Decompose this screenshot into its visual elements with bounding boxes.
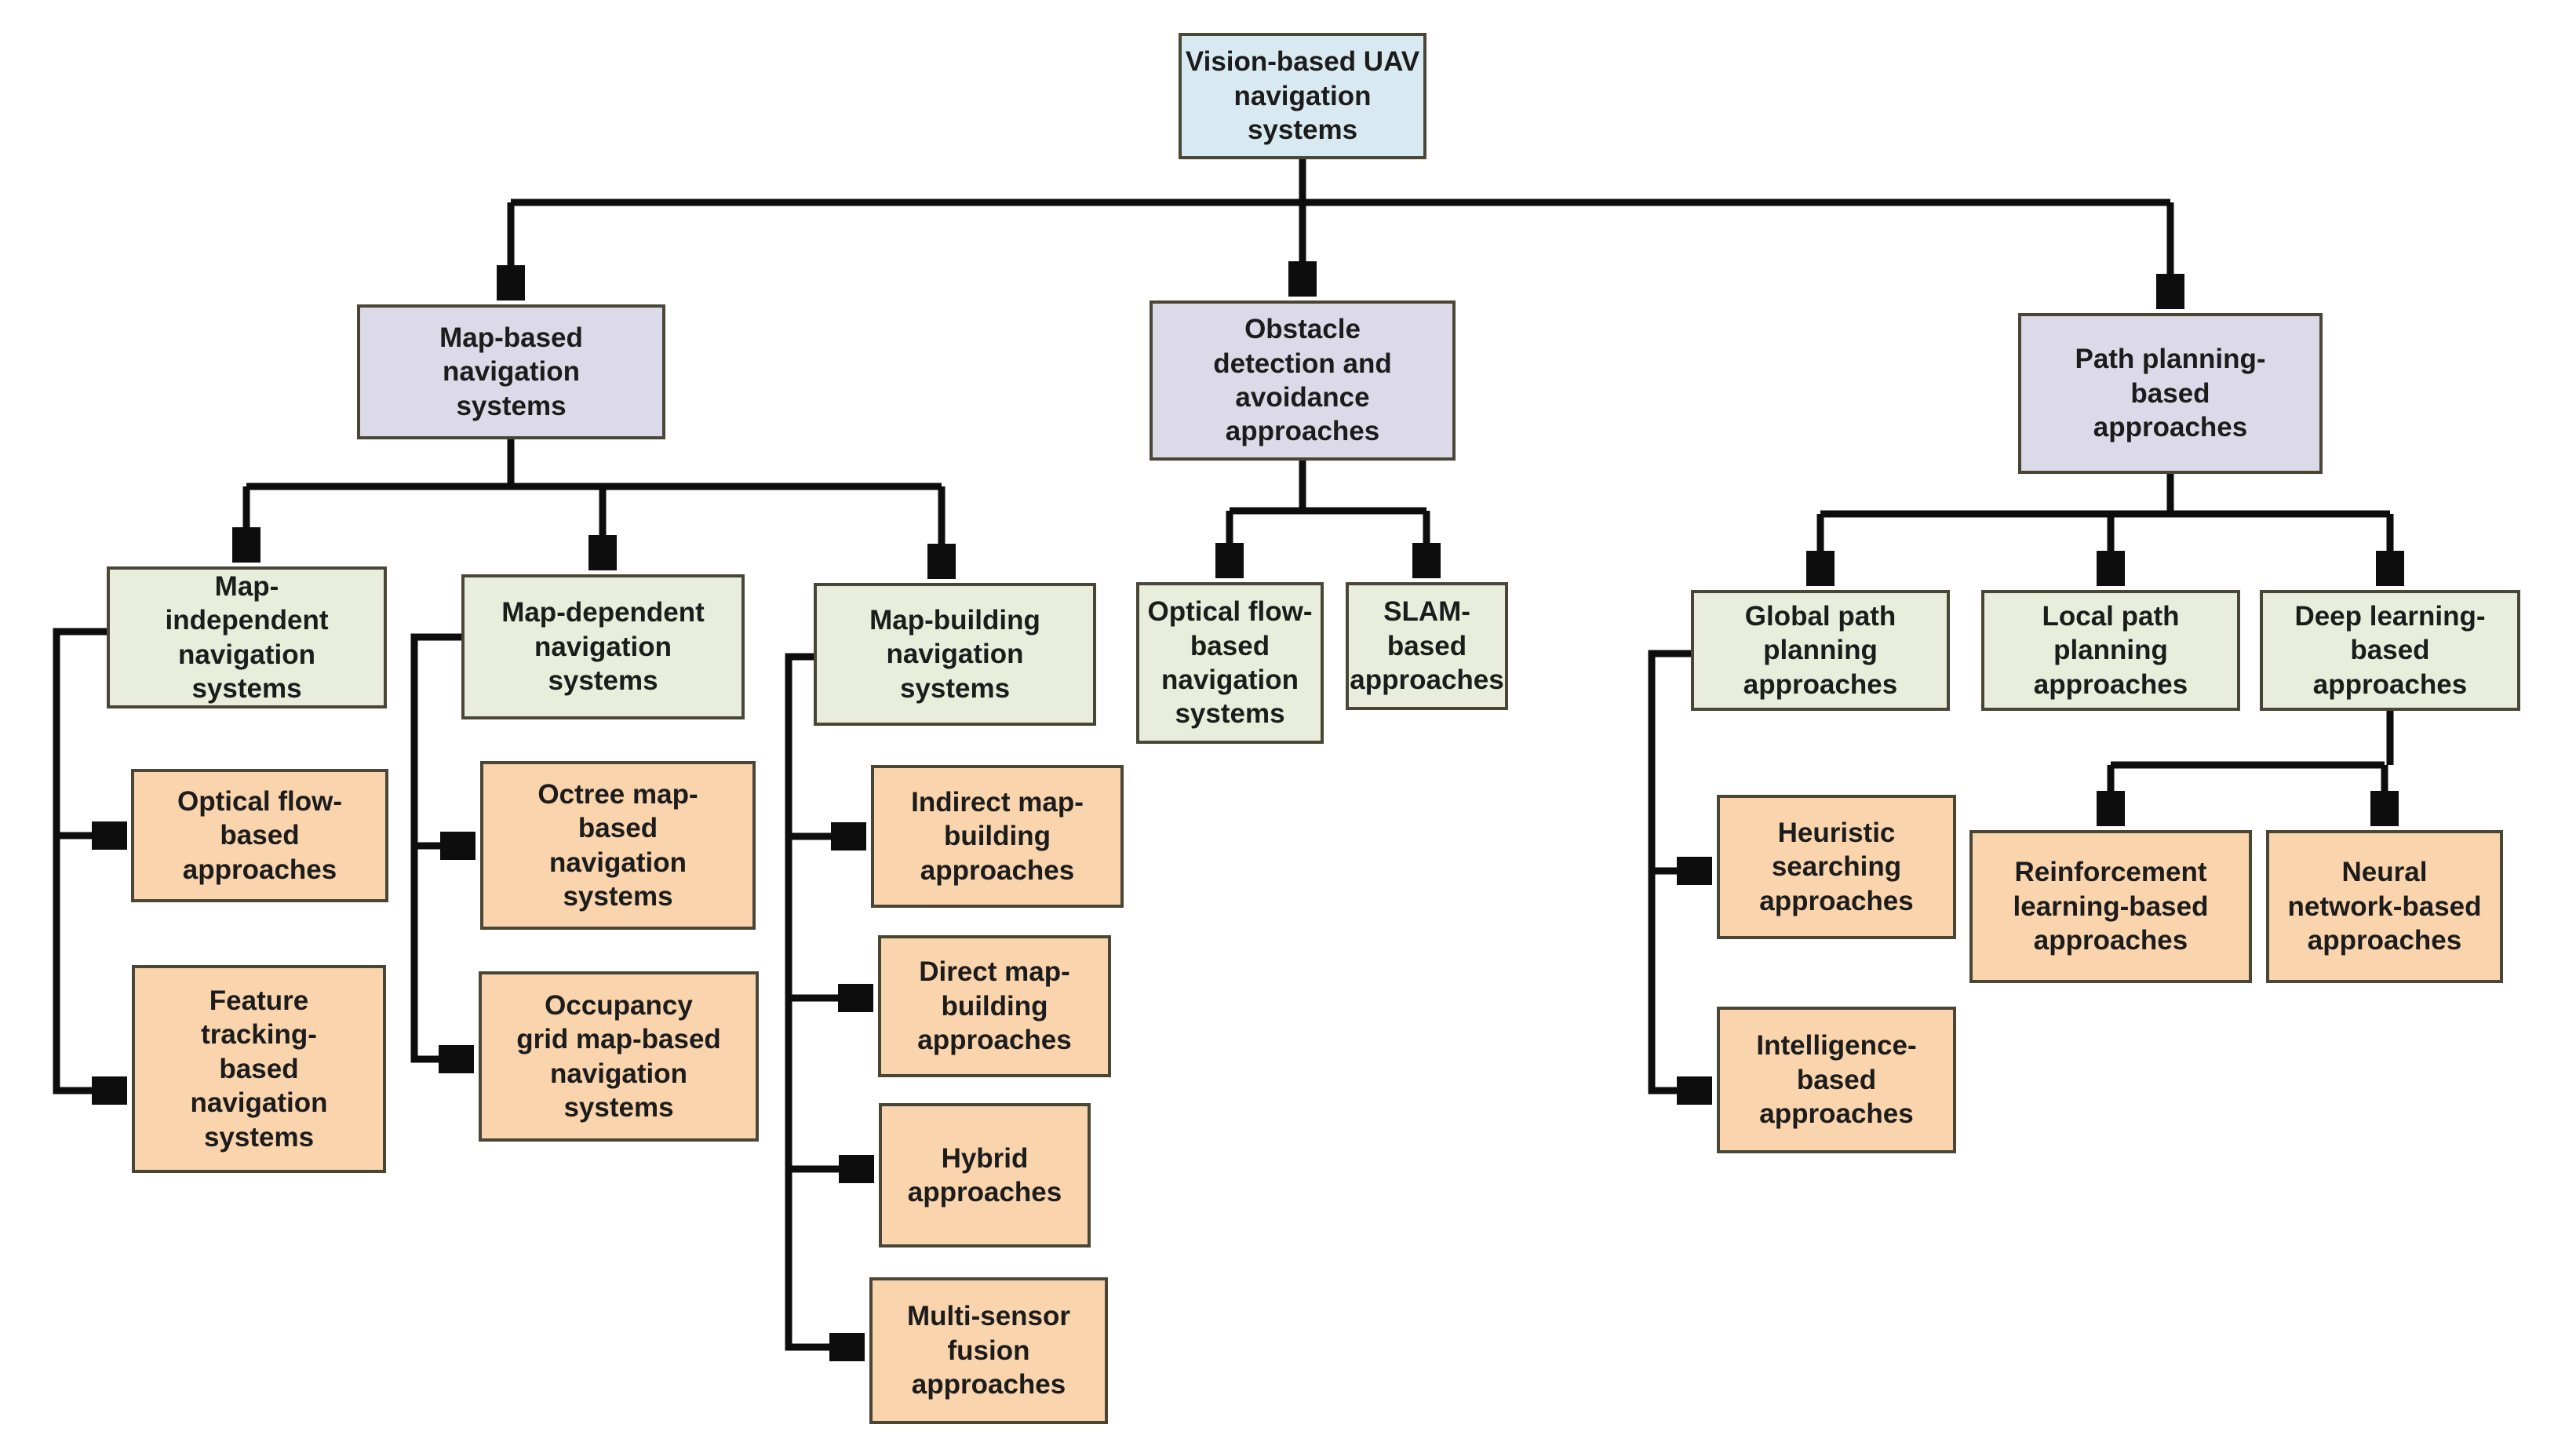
- node-feature-tracking-based: Feature tracking- based navigation syste…: [132, 965, 386, 1173]
- node-map-dependent: Map-dependent navigation systems: [461, 574, 745, 719]
- node-direct-map-building: Direct map- building approaches: [878, 935, 1111, 1077]
- node-path-planning-based: Path planning- based approaches: [2018, 313, 2323, 474]
- node-reinforcement-learning-based: Reinforcement learning-based approaches: [1969, 830, 2252, 983]
- node-optical-flow-based-navigation: Optical flow- based navigation systems: [1136, 582, 1324, 744]
- edge-to-multi-sensor: [785, 653, 863, 1347]
- node-obstacle-detection-avoidance: Obstacle detection and avoidance approac…: [1150, 300, 1456, 461]
- node-optical-flow-based-approaches: Optical flow- based approaches: [131, 769, 388, 902]
- node-indirect-map-building: Indirect map- building approaches: [871, 765, 1124, 908]
- node-heuristic-searching: Heuristic searching approaches: [1717, 795, 1956, 939]
- node-occupancy-grid-map-based: Occupancy grid map-based navigation syst…: [479, 971, 759, 1142]
- node-hybrid-approaches: Hybrid approaches: [879, 1103, 1091, 1247]
- node-map-based-navigation: Map-based navigation systems: [357, 304, 665, 439]
- node-octree-map-based: Octree map- based navigation systems: [480, 761, 756, 930]
- node-local-path-planning: Local path planning approaches: [1981, 590, 2240, 711]
- node-deep-learning-based: Deep learning- based approaches: [2260, 590, 2520, 711]
- node-map-building: Map-building navigation systems: [814, 583, 1096, 726]
- node-multi-sensor-fusion: Multi-sensor fusion approaches: [869, 1277, 1108, 1424]
- node-global-path-planning: Global path planning approaches: [1691, 590, 1950, 711]
- node-map-independent: Map- independent navigation systems: [107, 566, 387, 708]
- node-neural-network-based: Neural network-based approaches: [2266, 830, 2503, 983]
- node-intelligence-based: Intelligence- based approaches: [1717, 1007, 1956, 1153]
- edge-to-feature-tracking: [53, 628, 126, 1091]
- node-slam-based: SLAM- based approaches: [1346, 582, 1508, 710]
- node-vision-based-uav-root: Vision-based UAV navigation systems: [1179, 33, 1426, 159]
